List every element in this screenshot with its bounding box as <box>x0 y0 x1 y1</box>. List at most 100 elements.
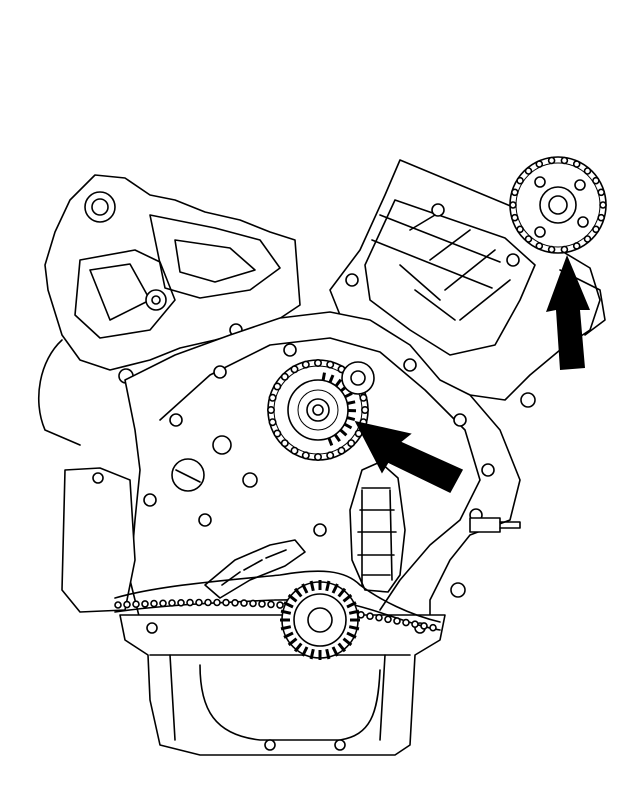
gear-tooth <box>334 378 342 387</box>
chain-link <box>258 600 266 608</box>
sprocket-chain-roller <box>290 365 299 374</box>
chain-link <box>141 600 149 608</box>
gear-tooth <box>293 587 303 598</box>
sprocket-chain-roller <box>524 167 533 175</box>
sprocket-chain-roller <box>560 245 569 254</box>
gear-tooth <box>309 580 315 592</box>
chain-link <box>177 598 185 607</box>
gear-tooth <box>348 609 360 615</box>
sprocket-chain-roller <box>273 382 282 391</box>
gear-tooth <box>287 593 298 603</box>
chain-tensioner-arm <box>349 461 406 593</box>
chain-link <box>420 622 428 630</box>
gear-tooth <box>283 601 294 609</box>
sprocket-chain-roller <box>280 372 289 381</box>
sprocket-chain-roller <box>572 242 581 250</box>
gear-tooth <box>342 593 353 603</box>
sprocket-chain-roller <box>524 235 533 243</box>
chain-link <box>402 618 410 627</box>
sprocket-chain-roller <box>313 358 322 367</box>
gear-tooth <box>325 580 331 592</box>
gear-tooth <box>346 601 357 609</box>
gear-tooth <box>331 646 339 657</box>
chain-link <box>213 598 221 607</box>
sprocket-chain-roller <box>516 176 524 185</box>
chain-link <box>357 610 365 619</box>
arrow-1 <box>354 420 464 493</box>
chain-link <box>393 617 401 625</box>
sprocket-chain-roller <box>592 225 600 234</box>
gear-tooth <box>339 428 348 437</box>
chain-link <box>231 598 239 607</box>
sprocket-chain-roller <box>516 225 524 234</box>
chain-link <box>132 600 140 609</box>
gear-tooth <box>331 583 339 594</box>
sprocket-chain-roller <box>313 452 322 461</box>
sprocket-chain-roller <box>337 446 346 455</box>
sprocket-chain-roller <box>268 393 277 402</box>
sprocket-chain-roller <box>301 451 310 460</box>
chain-link <box>429 623 437 632</box>
gear-tooth <box>280 625 292 631</box>
gear-tooth <box>283 631 294 639</box>
gear-tooth <box>327 437 334 446</box>
gear-tooth <box>337 642 347 653</box>
sprocket-chain-roller <box>572 160 581 168</box>
gear-tooth <box>348 625 360 631</box>
chain-link <box>159 599 167 608</box>
sprocket-chain-roller <box>560 156 569 165</box>
chain-link <box>195 598 203 607</box>
gear-tooth <box>344 391 353 399</box>
gear-tooth <box>337 587 347 598</box>
sprocket-chain-roller <box>535 160 544 168</box>
sprocket-chain-roller <box>510 188 519 197</box>
gear-tooth <box>346 631 357 639</box>
gear-tooth <box>321 372 326 381</box>
sprocket-chain-roller <box>535 242 544 250</box>
gear-tooth <box>325 648 331 660</box>
sprocket-chain-roller <box>510 213 519 222</box>
gear-tooth <box>343 422 353 430</box>
chain-link <box>267 600 275 609</box>
chain-link <box>249 599 257 608</box>
sprocket-chain-roller <box>599 201 607 209</box>
gear-tooth <box>328 374 335 384</box>
chain-link <box>411 620 419 629</box>
gear-tooth <box>287 637 298 647</box>
sprocket-chain-roller <box>359 393 368 402</box>
left-camshaft-sprocket <box>266 358 375 461</box>
sprocket-chain-roller <box>266 405 275 414</box>
right-camshaft-sprocket <box>509 156 607 254</box>
crankshaft-sprocket <box>280 580 360 660</box>
sprocket-chain-roller <box>268 418 277 427</box>
chain-link <box>204 598 212 607</box>
sprocket-chain-roller <box>597 188 606 197</box>
gear-tooth <box>301 583 309 594</box>
sprocket-chain-roller <box>583 167 592 175</box>
sprocket-chain-roller <box>290 446 299 455</box>
chain-link <box>168 599 176 607</box>
gear-tooth <box>301 646 309 657</box>
engine-front-cover <box>61 311 521 621</box>
sprocket-chain-roller <box>547 245 556 254</box>
gear-tooth <box>309 648 315 660</box>
sprocket-chain-roller <box>280 439 289 448</box>
chain-link <box>123 600 131 609</box>
chain-link <box>150 599 158 608</box>
gear-tooth <box>342 637 353 647</box>
sprocket-chain-roller <box>326 360 335 369</box>
left-cylinder-head <box>38 174 301 446</box>
sprocket-chain-roller <box>301 360 310 369</box>
chain-link <box>240 599 248 607</box>
sprocket-chain-roller <box>273 429 282 438</box>
chain-link <box>114 601 122 609</box>
sprocket-chain-roller <box>509 201 517 209</box>
chain-link <box>384 615 392 624</box>
arrow-2 <box>546 255 590 370</box>
chain-link <box>276 601 284 609</box>
oil-pan <box>119 614 446 756</box>
chain-guide <box>204 539 306 599</box>
sprocket-chain-roller <box>592 176 600 185</box>
chain-link <box>366 612 374 621</box>
